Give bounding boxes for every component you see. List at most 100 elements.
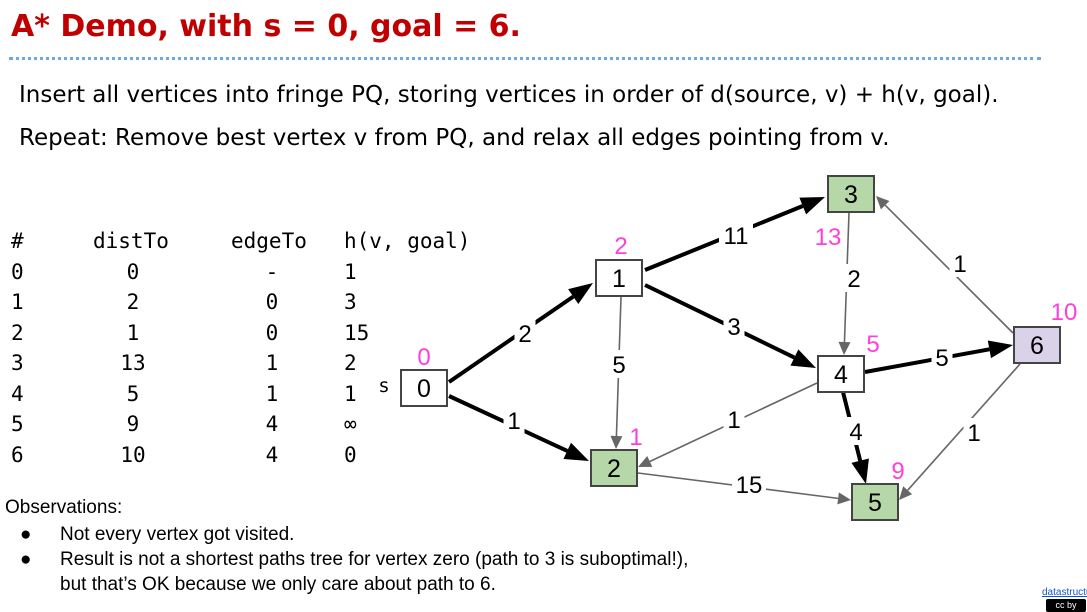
bullet-icon: ● (20, 524, 32, 545)
table-cell-distto: 1 (126, 320, 140, 345)
edge-6-3 (884, 204, 1014, 334)
edge-weight-4-2: 1 (727, 407, 740, 434)
observation-text: Result is not a shortest paths tree for … (60, 549, 689, 595)
vertex-1-dist-label: 2 (614, 233, 627, 260)
vertex-6-box (1013, 326, 1061, 364)
table-cell-edgeto: - (265, 259, 279, 284)
vertex-3-label: 3 (844, 181, 858, 209)
table-cell-vertex: 1 (11, 290, 24, 314)
table-cell-distto: 2 (126, 290, 140, 314)
edge-arrowhead-4-5 (851, 458, 869, 484)
slide-title: A* Demo, with s = 0, goal = 6. (11, 9, 521, 44)
edge-weight-0-1: 2 (518, 321, 531, 348)
vertex-3-dist-label: 13 (815, 224, 842, 251)
vertex-0-label: 0 (417, 375, 431, 403)
table-cell-edgeto: 1 (265, 381, 279, 406)
bullet-icon: ● (20, 549, 32, 570)
vertex-5-box (851, 483, 899, 521)
table-cell-vertex: 6 (11, 442, 24, 467)
table-cell-vertex: 3 (11, 351, 24, 375)
observations-title: Observations: (5, 497, 123, 518)
table-cell-distto: 13 (120, 351, 146, 375)
edge-weight-1-3: 11 (724, 223, 749, 250)
edge-4-6 (864, 347, 990, 374)
edge-arrowhead-1-2 (610, 435, 623, 449)
edge-arrowhead-2-5 (837, 492, 851, 505)
footer-link[interactable]: datastructur (1042, 587, 1087, 598)
vertex-6-label: 6 (1030, 332, 1044, 360)
table-cell-distto: 5 (126, 381, 140, 406)
table-cell-heuristic: 3 (344, 290, 357, 314)
edge-weight-background (723, 312, 745, 340)
edge-arrowhead-4-6 (987, 340, 1013, 359)
table-cell-vertex: 5 (11, 412, 24, 436)
edge-weight-4-6: 5 (935, 345, 948, 372)
edge-weight-background (931, 343, 953, 371)
table-header: # (11, 229, 24, 253)
edge-weight-background (732, 470, 766, 498)
edge-arrowhead-6-5 (899, 486, 913, 500)
edge-arrowhead-6-3 (876, 196, 890, 210)
observation-item: ● Result is not a shortest paths tree fo… (20, 547, 720, 597)
edge-arrowhead-3-4 (838, 341, 851, 355)
edge-weight-background (514, 319, 536, 347)
table-cell-edgeto: 1 (265, 351, 279, 375)
vertex-0-box (400, 369, 448, 407)
vertex-2-dist-label: 1 (629, 424, 642, 451)
table-header: edgeTo (231, 229, 307, 253)
edge-0-1 (447, 294, 575, 384)
vertex-1-box (595, 259, 643, 297)
edge-weight-1-4: 3 (727, 314, 740, 341)
edge-weight-background (843, 264, 865, 292)
vertex-2-box (590, 449, 638, 487)
vertex-1-label: 1 (612, 265, 626, 293)
edge-1-4 (644, 283, 796, 360)
table-cell-heuristic: 2 (344, 351, 357, 375)
instruction-line-2: Repeat: Remove best vertex v from PQ, an… (19, 125, 890, 151)
vertex-5-label: 5 (868, 489, 882, 517)
table-cell-edgeto: 4 (265, 412, 279, 436)
table-header: h(v, goal) (344, 229, 471, 253)
vertex-4-box (817, 355, 865, 393)
vertex-6-dist-label: 10 (1051, 299, 1078, 326)
edge-weight-background (719, 221, 753, 249)
table-cell-edgeto: 0 (265, 290, 279, 314)
edge-weight-3-4: 2 (847, 266, 860, 293)
edge-arrowhead-0-1 (568, 283, 593, 305)
edge-arrowhead-0-2 (563, 442, 589, 461)
edge-weight-0-2: 1 (507, 408, 520, 435)
observation-item: ● Not every vertex got visited. (20, 522, 720, 547)
vertex-0-dist-label: 0 (417, 344, 430, 371)
source-marker: s (378, 375, 389, 397)
vertex-2-label: 2 (607, 455, 621, 483)
table-cell-distto: 0 (126, 259, 140, 284)
edge-weight-6-5: 1 (967, 420, 980, 447)
vertex-3-box (827, 175, 875, 213)
table-cell-heuristic: 1 (344, 381, 357, 406)
edge-weight-6-3: 1 (953, 251, 966, 278)
table-cell-distto: 9 (126, 412, 140, 436)
vertex-4-dist-label: 5 (866, 331, 879, 358)
table-cell-distto: 10 (120, 442, 146, 467)
table-cell-edgeto: 0 (265, 320, 279, 345)
edge-weight-4-5: 4 (849, 419, 862, 446)
table-cell-heuristic: 15 (344, 320, 370, 345)
vertex-5-dist-label: 9 (891, 458, 904, 485)
table-cell-vertex: 2 (11, 320, 24, 345)
edge-weight-background (949, 249, 971, 277)
edge-weight-background (723, 405, 745, 433)
table-cell-heuristic: 1 (344, 259, 357, 284)
edge-weight-background (503, 406, 525, 434)
edge-weight-background (608, 350, 630, 378)
edge-arrowhead-4-2 (638, 456, 653, 467)
table-cell-vertex: 0 (11, 259, 24, 284)
edge-weight-background (845, 417, 867, 445)
edge-arrowhead-1-3 (799, 197, 825, 215)
cc-license-badge: cc by (1046, 599, 1086, 612)
observations-list: ● Not every vertex got visited. ● Result… (20, 522, 720, 597)
table-header: distTo (93, 229, 169, 253)
edge-arrowhead-1-4 (790, 349, 816, 368)
table-cell-heuristic: 0 (344, 442, 357, 467)
vertex-4-label: 4 (834, 361, 848, 389)
